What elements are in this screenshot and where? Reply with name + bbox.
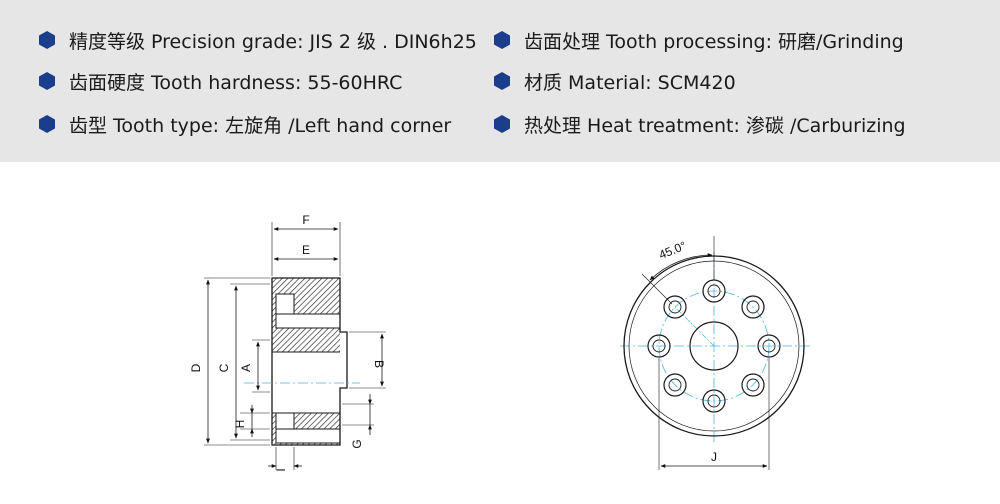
label-G: G (350, 439, 364, 448)
spec-heat-text: 热处理 Heat treatment: 渗碳 /Carburizing (524, 114, 906, 137)
spec-panel: 精度等级 Precision grade: JIS 2 级 . DIN6h25 … (0, 0, 1000, 162)
bolt-hole-top-right (741, 295, 765, 319)
label-I: I (274, 468, 288, 471)
spec-tooth-processing: 齿面处理 Tooth processing: 研磨/Grinding (492, 26, 904, 54)
spec-precision-text: 精度等级 Precision grade: JIS 2 级 . DIN6h25 (69, 30, 477, 53)
spec-material: 材质 Material: SCM420 (492, 67, 736, 95)
bolt-hole-bottom (702, 389, 726, 413)
label-A: A (239, 364, 253, 372)
spec-tooth-type: 齿型 Tooth type: 左旋角 /Left hand corner (37, 110, 451, 138)
bolt-circle (658, 290, 770, 402)
spec-material-text: 材质 Material: SCM420 (524, 71, 736, 94)
hexagon-bullet-icon (39, 31, 55, 49)
label-D: D (189, 363, 203, 372)
label-B: B (372, 360, 386, 368)
angle-dimension-arc (649, 253, 713, 281)
bolt-hole-right (757, 334, 781, 358)
bolt-hole-bottom-left (663, 373, 687, 397)
upper-bolt-hole (275, 293, 295, 315)
label-J: J (711, 450, 717, 464)
hexagon-bullet-icon (494, 31, 510, 49)
spec-tooth-type-text: 齿型 Tooth type: 左旋角 /Left hand corner (69, 114, 452, 137)
hexagon-bullet-icon (494, 115, 510, 133)
hexagon-bullet-icon (39, 72, 55, 90)
upper-bolt-bore (275, 313, 341, 329)
center-bore (689, 321, 739, 371)
front-view: 45.0° J (620, 236, 810, 470)
spec-heat-treatment: 热处理 Heat treatment: 渗碳 /Carburizing (492, 110, 906, 138)
label-C: C (217, 363, 231, 372)
gear-outline (271, 277, 348, 446)
spec-precision-grade: 精度等级 Precision grade: JIS 2 级 . DIN6h25 (37, 26, 477, 54)
label-angle: 45.0° (657, 238, 689, 262)
technical-drawing: F E D C A B H G I (189, 213, 810, 472)
hexagon-bullet-icon (39, 115, 55, 133)
bolt-hole-top-left (663, 295, 687, 319)
label-E: E (302, 243, 310, 257)
spec-processing-text: 齿面处理 Tooth processing: 研磨/Grinding (524, 30, 904, 53)
bolt-hole-left (647, 334, 671, 358)
angle-ray (674, 306, 715, 347)
spec-tooth-hardness: 齿面硬度 Tooth hardness: 55-60HRC (37, 67, 402, 95)
side-view: F E D C A B H G I (189, 213, 386, 472)
hexagon-bullet-icon (494, 72, 510, 90)
label-H: H (233, 420, 247, 429)
spec-hardness-text: 齿面硬度 Tooth hardness: 55-60HRC (69, 71, 403, 94)
label-F: F (302, 213, 309, 227)
lower-bolt-hole (275, 412, 295, 430)
bolt-hole-bottom-right (741, 373, 765, 397)
lower-bolt-bore (275, 428, 341, 444)
